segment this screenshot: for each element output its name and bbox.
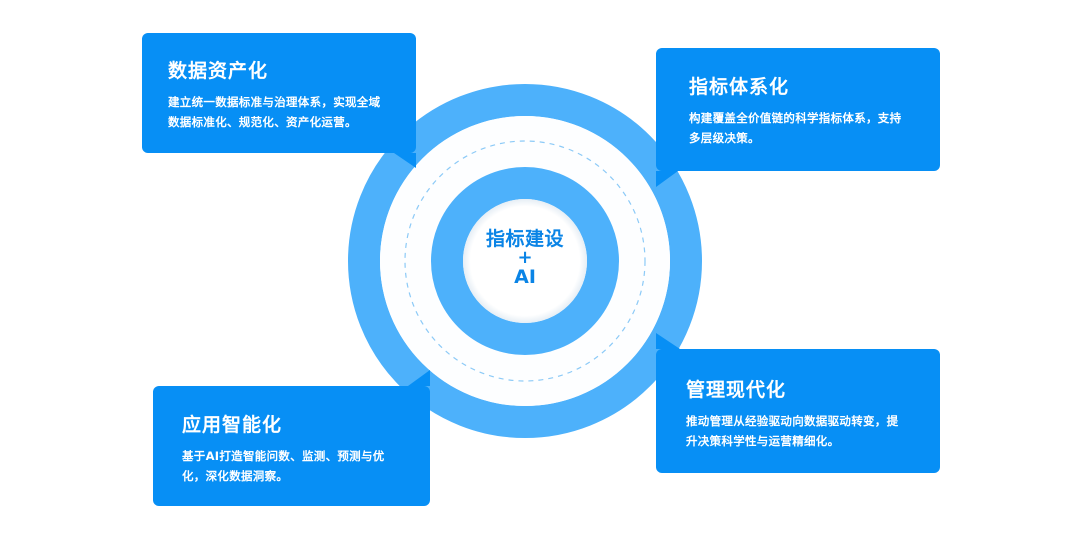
card-management-modernization: 管理现代化 推动管理从经验驱动向数据驱动转变，提 升决策科学性与运营精细化。 [656,349,940,473]
card-title: 数据资产化 [168,60,269,82]
center-label-ai: AI [514,266,536,288]
card-indicator-systemization: 指标体系化 构建覆盖全价值链的科学指标体系，支持 多层级决策。 [656,48,940,171]
card-description: 构建覆盖全价值链的科学指标体系，支持 多层级决策。 [689,108,920,148]
connector-fold-bottom-left [408,370,430,386]
inner-ring [431,167,619,355]
card-desc-line: 建立统一数据标准与治理体系，实现全域 [168,95,381,109]
center-label-line1: 指标建设 [485,228,564,250]
card-desc-line: 基于AI打造智能问数、监测、预测与优 [182,449,385,463]
outer-ring [348,84,702,438]
card-description: 推动管理从经验驱动向数据驱动转变，提 升决策科学性与运营精细化。 [686,411,920,451]
card-application-intelligence: 应用智能化 基于AI打造智能问数、监测、预测与优 化，深化数据洞察。 [153,386,430,506]
center-disc [463,199,587,323]
card-desc-line: 数据标准化、规范化、资产化运营。 [168,115,357,129]
card-description: 基于AI打造智能问数、监测、预测与优 化，深化数据洞察。 [182,446,410,486]
card-data-assetization: 数据资产化 建立统一数据标准与治理体系，实现全域 数据标准化、规范化、资产化运营… [142,33,416,153]
card-desc-line: 多层级决策。 [689,131,760,145]
card-desc-line: 化，深化数据洞察。 [182,469,289,483]
center-label-plus: + [517,247,533,268]
card-desc-line: 升决策科学性与运营精细化。 [686,434,840,448]
dashed-orbit [404,140,646,382]
card-desc-line: 推动管理从经验驱动向数据驱动转变，提 [686,414,899,428]
connector-fold-top-right [656,171,678,187]
center-label: 指标建设 + AI [463,228,587,288]
connector-fold-top-left [394,153,416,168]
card-title: 指标体系化 [689,76,790,98]
connector-fold-bottom-right [656,333,680,349]
card-title: 应用智能化 [182,414,283,436]
card-title: 管理现代化 [686,379,787,401]
card-desc-line: 构建覆盖全价值链的科学指标体系，支持 [689,111,902,125]
card-description: 建立统一数据标准与治理体系，实现全域 数据标准化、规范化、资产化运营。 [168,92,396,132]
